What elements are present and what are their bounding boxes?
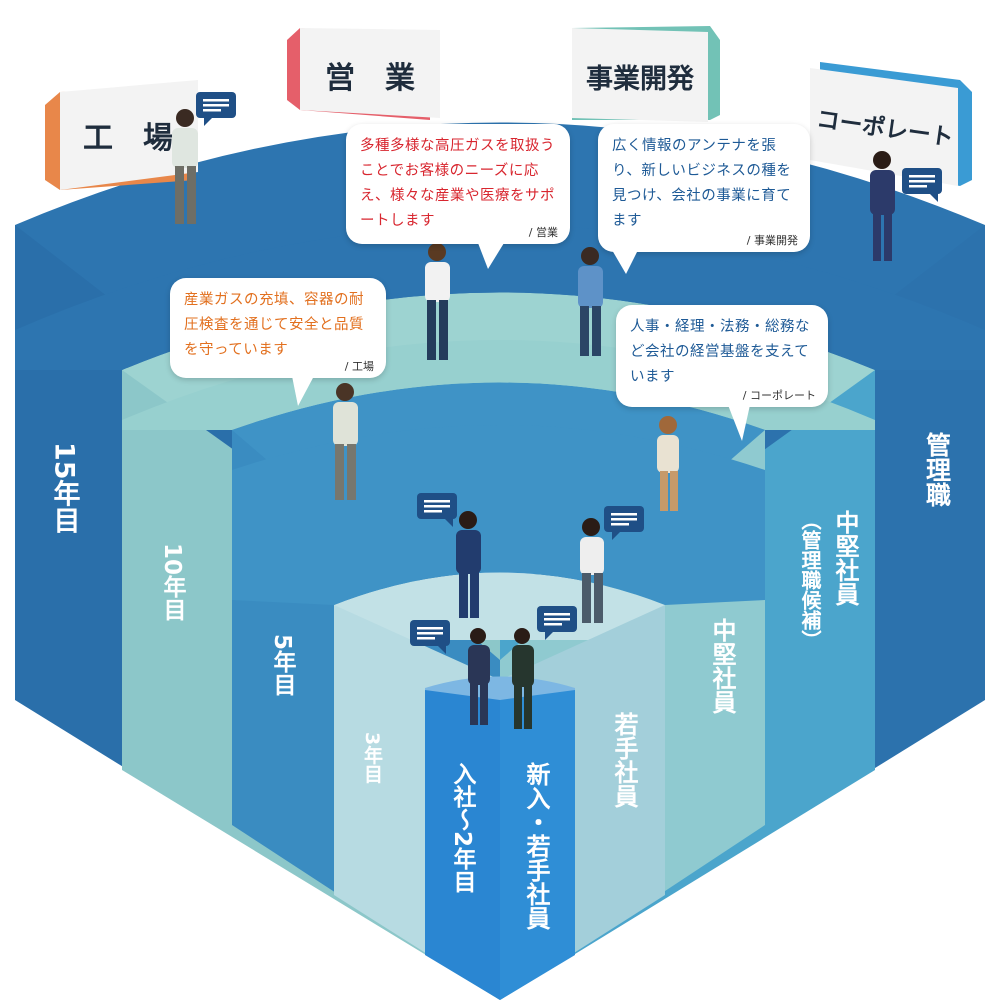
speech-source-sales: / 営業 <box>528 226 558 239</box>
speech-bubble-factory: 産業ガスの充填、容器の耐圧検査を通じて安全と品質を守っています / 工場 <box>170 278 386 378</box>
person-sales <box>425 243 450 360</box>
level-label-15: 15年目 <box>49 442 81 534</box>
speech-tail-sales <box>478 243 504 269</box>
speech-text-sales: 多種多様な高圧ガスを取扱うことでお客様のニーズに応え、様々な産業や医療をサポート… <box>360 138 555 229</box>
role-label-mid: 中堅社員 <box>708 618 737 715</box>
chat-icon <box>604 506 644 540</box>
person-corporate-top <box>870 151 895 261</box>
speech-source-corporate: / コーポレート <box>742 389 816 402</box>
sign-bizdev: 事業開発 <box>572 26 720 122</box>
speech-tail-bizdev <box>612 250 638 274</box>
speech-bubble-corporate: 人事・経理・法務・総務など会社の経営基盤を支えています / コーポレート <box>616 305 828 407</box>
speech-text-corporate: 人事・経理・法務・総務など会社の経営基盤を支えています <box>630 319 810 385</box>
tier-5-floor <box>232 425 765 605</box>
sign-sales: 営 業 <box>287 28 440 120</box>
chat-icon <box>410 620 450 654</box>
sign-sales-label: 営 業 <box>325 61 415 96</box>
chat-icon <box>417 493 457 527</box>
role-label-mid-candidate-sub: （管理職候補） <box>798 510 822 650</box>
person-factory-mid <box>333 383 358 500</box>
speech-bubble-sales: 多種多様な高圧ガスを取扱うことでお客様のニーズに応え、様々な産業や医療をサポート… <box>346 124 570 244</box>
chat-icon <box>537 606 577 640</box>
level-label-0-2: 入社〜2年目 <box>449 762 477 893</box>
chat-icon <box>196 92 236 126</box>
speech-tail-factory <box>292 376 314 406</box>
person-newcomer-left <box>468 628 490 725</box>
tier-0-left-wall <box>425 690 500 1000</box>
speech-source-factory: / 工場 <box>344 360 374 373</box>
sign-bizdev-label: 事業開発 <box>586 64 695 95</box>
person-bizdev <box>578 247 603 356</box>
role-label-mid-candidate: 中堅社員 <box>831 510 860 607</box>
sign-factory-label: 工 場 <box>83 121 173 156</box>
person-corporate-mid <box>657 416 679 511</box>
speech-text-bizdev: 広く情報のアンテナを張り、新しいビジネスの種を見つけ、会社の事業に育てます <box>612 138 792 229</box>
sign-factory: 工 場 <box>45 80 198 190</box>
level-label-3: 3年目 <box>361 732 383 783</box>
sign-corporate: コーポレート <box>810 62 972 186</box>
person-factory-top <box>172 109 198 224</box>
person-newcomer-right <box>512 628 534 729</box>
speech-bubble-bizdev: 広く情報のアンテナを張り、新しいビジネスの種を見つけ、会社の事業に育てます / … <box>598 124 810 252</box>
speech-tail-corporate <box>728 405 750 441</box>
speech-source-bizdev: / 事業開発 <box>746 234 798 247</box>
chat-icon <box>902 168 942 202</box>
role-label-newcomer: 新入・若手社員 <box>522 761 551 931</box>
level-label-10: 10年目 <box>159 543 187 621</box>
role-label-young: 若手社員 <box>610 712 639 809</box>
speech-text-factory: 産業ガスの充填、容器の耐圧検査を通じて安全と品質を守っています <box>184 292 364 358</box>
person-mid-left <box>456 511 481 618</box>
tier-0-right-wall <box>500 690 575 1000</box>
person-mid-right <box>580 518 604 623</box>
level-label-5: 5年目 <box>269 634 297 696</box>
role-label-manager: 管理職 <box>923 431 952 507</box>
tier-15-floor <box>15 225 985 370</box>
